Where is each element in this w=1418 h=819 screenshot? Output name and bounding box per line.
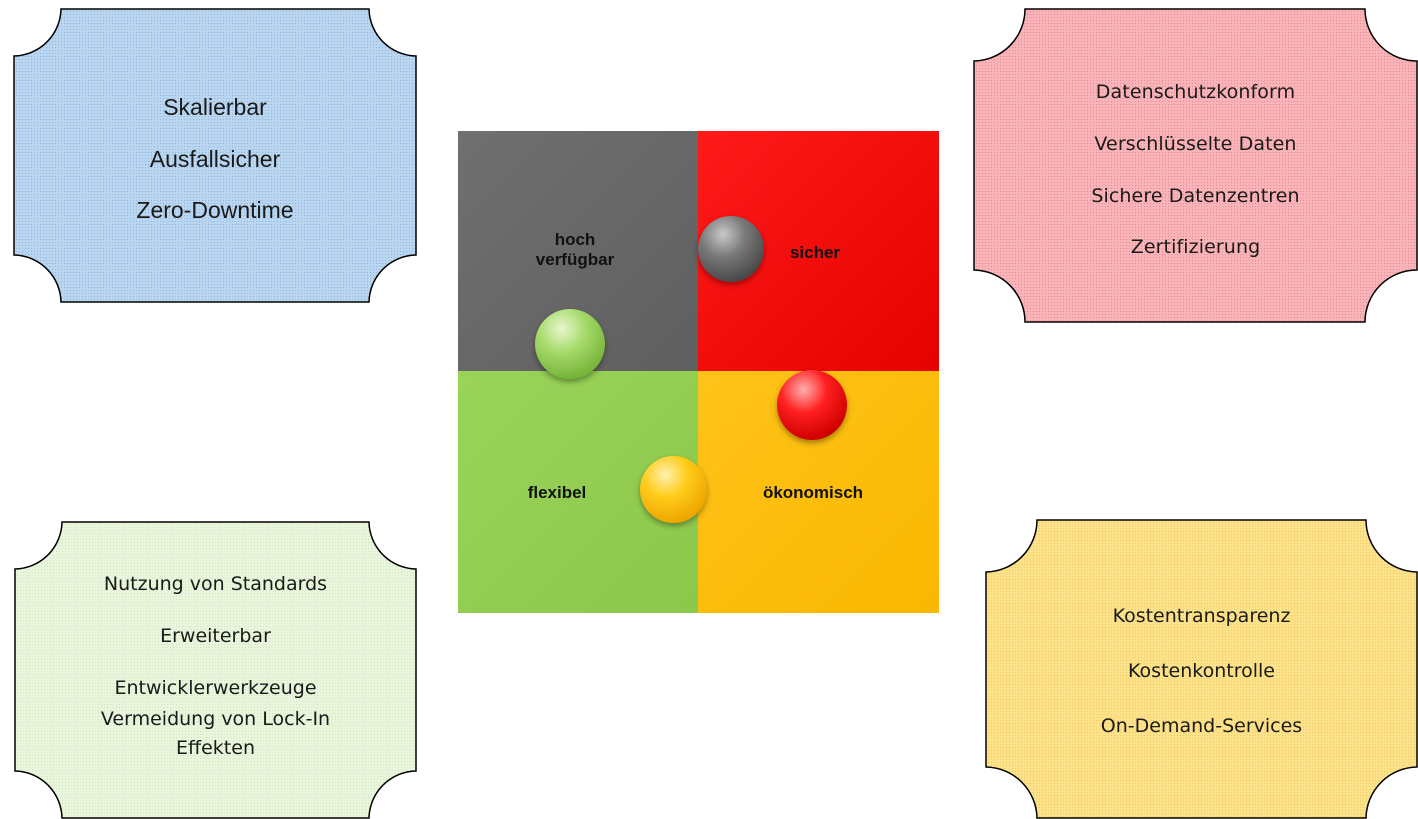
box-line: Entwicklerwerkzeuge bbox=[114, 676, 317, 699]
box-frame bbox=[14, 521, 417, 819]
box-line: Ausfallsicher bbox=[149, 145, 281, 172]
box-security: Datenschutzkonform Verschlüsselte Daten … bbox=[973, 8, 1418, 323]
box-line: Kostenkontrolle bbox=[1128, 659, 1275, 682]
box-high-availability: Skalierbar Ausfallsicher Zero-Downtime bbox=[13, 8, 417, 303]
box-line: Zertifizierung bbox=[1130, 236, 1261, 259]
puzzle-knob-red bbox=[777, 370, 847, 440]
puzzle-knob-green bbox=[535, 309, 605, 379]
label-sicher: sicher bbox=[789, 243, 841, 262]
box-line: Erweiterbar bbox=[160, 624, 271, 647]
puzzle-graphic: hoch verfügbar sicher flexibel ökonomisc… bbox=[458, 131, 939, 613]
box-flexibility: Nutzung von Standards Erweiterbar Entwic… bbox=[14, 521, 417, 819]
box-line: Zero-Downtime bbox=[136, 197, 294, 224]
box-line: Sichere Datenzentren bbox=[1091, 184, 1300, 207]
box-line: Skalierbar bbox=[163, 94, 267, 120]
box-line: Datenschutzkonform bbox=[1095, 81, 1296, 103]
box-frame bbox=[13, 8, 417, 303]
label-hoch-verfuegbar: hoch verfügbar bbox=[535, 230, 615, 270]
box-frame bbox=[973, 8, 1418, 323]
label-flexibel: flexibel bbox=[527, 483, 587, 502]
box-line: On-Demand-Services bbox=[1100, 714, 1303, 737]
box-line: Effekten bbox=[176, 737, 255, 760]
label-oekonomisch: ökonomisch bbox=[762, 483, 864, 502]
box-line: Vermeidung von Lock-In bbox=[100, 708, 331, 731]
box-line: Nutzung von Standards bbox=[103, 573, 328, 595]
puzzle-knob-orange bbox=[640, 456, 707, 523]
box-frame bbox=[985, 519, 1418, 819]
puzzle-knob-gray bbox=[698, 216, 764, 282]
box-line: Verschlüsselte Daten bbox=[1094, 132, 1297, 155]
box-economy: Kostentransparenz Kostenkontrolle On-Dem… bbox=[985, 519, 1418, 819]
box-line: Kostentransparenz bbox=[1112, 605, 1291, 627]
